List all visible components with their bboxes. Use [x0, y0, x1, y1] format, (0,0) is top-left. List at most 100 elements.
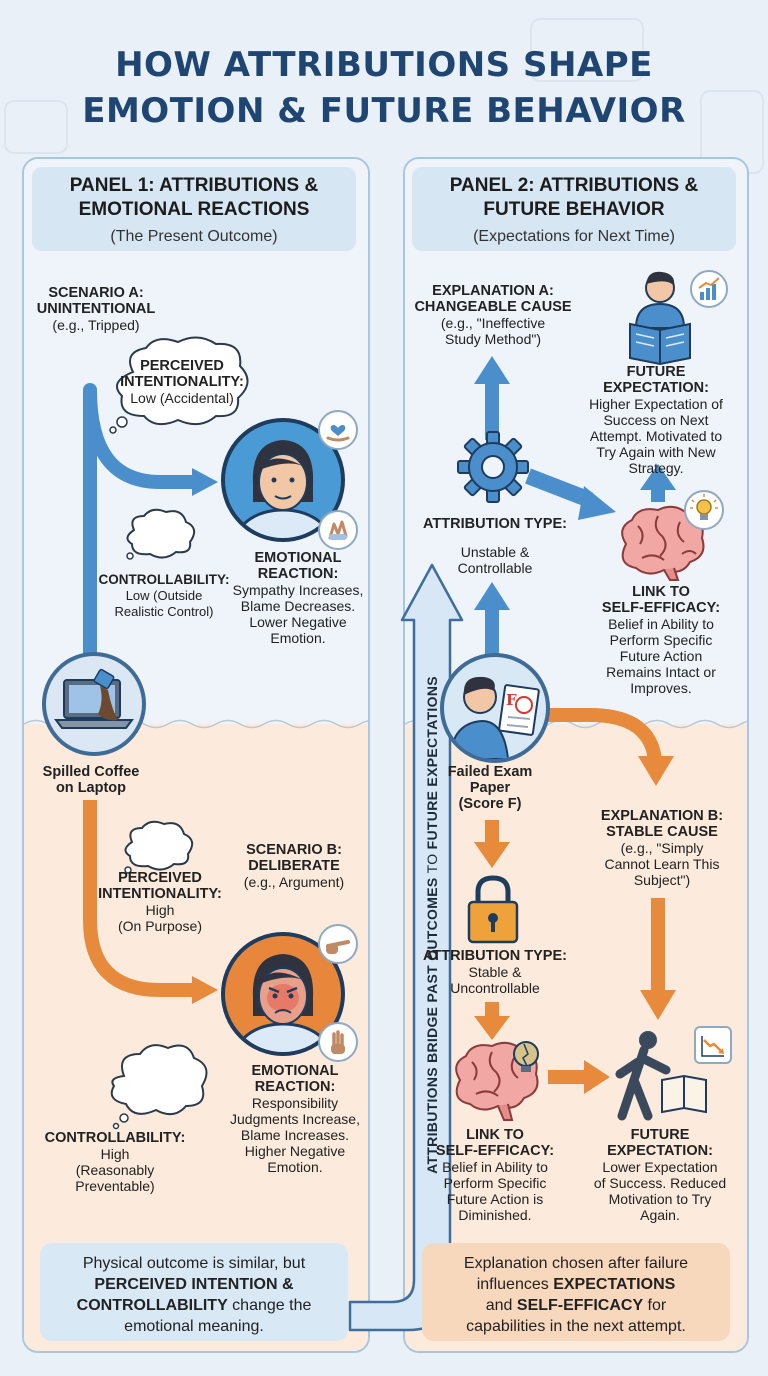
- future-expectation-b: FUTURE EXPECTATION: Lower Expectation of…: [580, 1127, 740, 1223]
- explanation-a-title-2: CHANGEABLE CAUSE: [414, 299, 572, 315]
- intentionality-a-label-2: INTENTIONALITY:: [120, 374, 244, 390]
- summary-1-line-4: emotional meaning.: [124, 1318, 264, 1335]
- heart-hand-icon: [318, 410, 358, 450]
- intentionality-b: PERCEIVED INTENTIONALITY: High (On Purpo…: [92, 870, 228, 934]
- controllability-b-value-3: Preventable): [75, 1178, 155, 1194]
- growth-chart-icon: [690, 270, 728, 308]
- background-decoration: [530, 18, 644, 82]
- panel-1-subheading: (The Present Outcome): [110, 228, 278, 245]
- reaction-b-line-4: Higher Negative: [244, 1143, 346, 1159]
- panel-2-header: PANEL 2: ATTRIBUTIONS & FUTURE BEHAVIOR …: [412, 167, 736, 251]
- attribution-type-b: ATTRIBUTION TYPE: Stable & Uncontrollabl…: [410, 948, 580, 996]
- future-b-line-2: of Success. Reduced: [593, 1175, 727, 1191]
- explanation-a: EXPLANATION A: CHANGEABLE CAUSE (e.g., "…: [410, 283, 576, 347]
- failed-exam-label-1: Failed Exam: [447, 764, 533, 780]
- intentionality-b-value-2: (On Purpose): [117, 918, 203, 934]
- future-b-line-1: Lower Expectation: [602, 1159, 718, 1175]
- explanation-b-example-3: Subject"): [633, 872, 691, 888]
- panel-2-heading-line-1: PANEL 2: ATTRIBUTIONS &: [449, 175, 699, 196]
- explanation-a-example-1: (e.g., "Ineffective: [440, 315, 546, 331]
- controllability-b-value-2: (Reasonably: [75, 1162, 155, 1178]
- intentionality-a: PERCEIVED INTENTIONALITY: Low (Accidenta…: [112, 358, 252, 406]
- panel-2-summary: Explanation chosen after failure influen…: [422, 1243, 730, 1341]
- attribution-a-line-1: Unstable &: [460, 544, 530, 560]
- self-efficacy-a-label-2: SELF-EFFICACY:: [601, 600, 721, 616]
- reaction-a-line-2: Blame Decreases.: [240, 598, 356, 614]
- summary-2-line-4: capabilities in the next attempt.: [466, 1318, 686, 1335]
- failed-exam-circle: F: [440, 653, 550, 763]
- angry-person-circle: [221, 932, 345, 1056]
- brain-icon: [621, 505, 705, 581]
- self-efficacy-a-label-1: LINK TO: [632, 584, 690, 600]
- self-efficacy-a-line-1: Belief in Ability to: [608, 616, 714, 632]
- self-efficacy-b-line-2: Perform Specific: [443, 1175, 547, 1191]
- explanation-b-title-1: EXPLANATION B:: [600, 808, 724, 824]
- thought-cloud-small: [126, 508, 196, 560]
- controllability-a-value-1: Low (Outside: [125, 588, 203, 603]
- scenario-a-title-line-2: UNINTENTIONAL: [36, 301, 156, 317]
- future-a-line-1: Higher Expectation of: [589, 396, 723, 412]
- future-b-label-2: EXPECTATION:: [607, 1143, 713, 1159]
- self-efficacy-a-line-3: Future Action: [619, 648, 703, 664]
- future-a-line-3: Attempt. Motivated to: [589, 428, 723, 444]
- gear-icon: [457, 431, 529, 503]
- pointing-finger-icon: [318, 924, 358, 964]
- calm-face-icon: [235, 440, 331, 538]
- thought-cloud-large: [110, 1044, 208, 1130]
- future-a-line-2: Success on Next: [603, 412, 709, 428]
- future-b-line-4: Again.: [640, 1207, 680, 1223]
- future-b-line-3: Motivation to Try: [608, 1191, 712, 1207]
- brain-icon: [455, 1041, 539, 1121]
- summary-1-line-3-bold: CONTROLLABILITY: [76, 1297, 228, 1314]
- spilled-coffee-label-2: on Laptop: [55, 780, 127, 796]
- attribution-b-label: ATTRIBUTION TYPE:: [423, 948, 567, 964]
- panel-1-summary: Physical outcome is similar, but PERCEIV…: [40, 1243, 348, 1341]
- reaction-b-line-5: Emotion.: [267, 1159, 323, 1175]
- emotional-reaction-b: EMOTIONAL REACTION: Responsibility Judgm…: [224, 1063, 366, 1175]
- controllability-a: CONTROLLABILITY: Low (Outside Realistic …: [98, 572, 230, 620]
- future-a-line-4: Try Again with New: [596, 444, 716, 460]
- future-b-label-1: FUTURE: [630, 1127, 690, 1143]
- intentionality-b-label-2: INTENTIONALITY:: [98, 886, 222, 902]
- summary-2-line-1: Explanation chosen after failure: [463, 1255, 689, 1272]
- summary-1-line-1: Physical outcome is similar, but: [82, 1255, 306, 1272]
- self-efficacy-b-line-4: Diminished.: [458, 1207, 532, 1223]
- scenario-a-title-line-1: SCENARIO A:: [48, 285, 144, 301]
- self-efficacy-b: LINK TO SELF-EFFICACY: Belief in Ability…: [420, 1127, 570, 1223]
- scenario-b-block: SCENARIO B: DELIBERATE (e.g., Argument): [228, 842, 360, 890]
- self-efficacy-b-line-1: Belief in Ability to: [442, 1159, 548, 1175]
- self-efficacy-b-label-2: SELF-EFFICACY:: [435, 1143, 555, 1159]
- angry-face-icon: [235, 954, 331, 1052]
- title-line-1: HOW ATTRIBUTIONS SHAPE: [115, 45, 653, 85]
- controllability-b: CONTROLLABILITY: High (Reasonably Preven…: [40, 1130, 190, 1194]
- attribution-b-line-1: Stable &: [468, 964, 522, 980]
- reaction-b-line-3: Blame Increases.: [240, 1127, 350, 1143]
- reaction-b-line-1: Responsibility: [251, 1095, 339, 1111]
- explanation-b: EXPLANATION B: STABLE CAUSE (e.g., "Simp…: [588, 808, 736, 888]
- intentionality-b-label-1: PERCEIVED: [118, 870, 202, 886]
- explanation-a-example-2: Study Method"): [444, 331, 542, 347]
- reaction-a-label-2: REACTION:: [257, 566, 339, 582]
- attribution-type-a: ATTRIBUTION TYPE: Unstable & Controllabl…: [410, 516, 580, 576]
- panel-2-top-section: [405, 159, 747, 724]
- self-efficacy-a-line-4: Remains Intact or: [606, 664, 716, 680]
- raised-hand-icon: [318, 1022, 358, 1062]
- attribution-b-line-2: Uncontrollable: [450, 980, 540, 996]
- summary-2-line-2-bold: EXPECTATIONS: [553, 1276, 676, 1293]
- panel-1-heading-line-1: PANEL 1: ATTRIBUTIONS &: [69, 175, 319, 196]
- explanation-b-example-2: Cannot Learn This: [604, 856, 720, 872]
- student-exam-icon: [448, 676, 540, 759]
- reaction-b-label-1: EMOTIONAL: [251, 1063, 339, 1079]
- spilled-coffee-laptop-circle: [42, 652, 146, 756]
- future-expectation-a: FUTURE EXPECTATION: Higher Expectation o…: [574, 364, 738, 476]
- self-efficacy-a: LINK TO SELF-EFFICACY: Belief in Ability…: [586, 584, 736, 696]
- explanation-b-example-1: (e.g., "Simply: [620, 840, 704, 856]
- self-efficacy-a-line-5: Improves.: [630, 680, 692, 696]
- attribution-a-label: ATTRIBUTION TYPE:: [423, 516, 567, 532]
- scenario-a-example: (e.g., Tripped): [52, 317, 140, 333]
- emotional-reaction-a: EMOTIONAL REACTION: Sympathy Increases, …: [228, 550, 368, 646]
- attribution-a-line-2: Controllable: [457, 560, 533, 576]
- struggling-person-icon: [615, 1031, 707, 1121]
